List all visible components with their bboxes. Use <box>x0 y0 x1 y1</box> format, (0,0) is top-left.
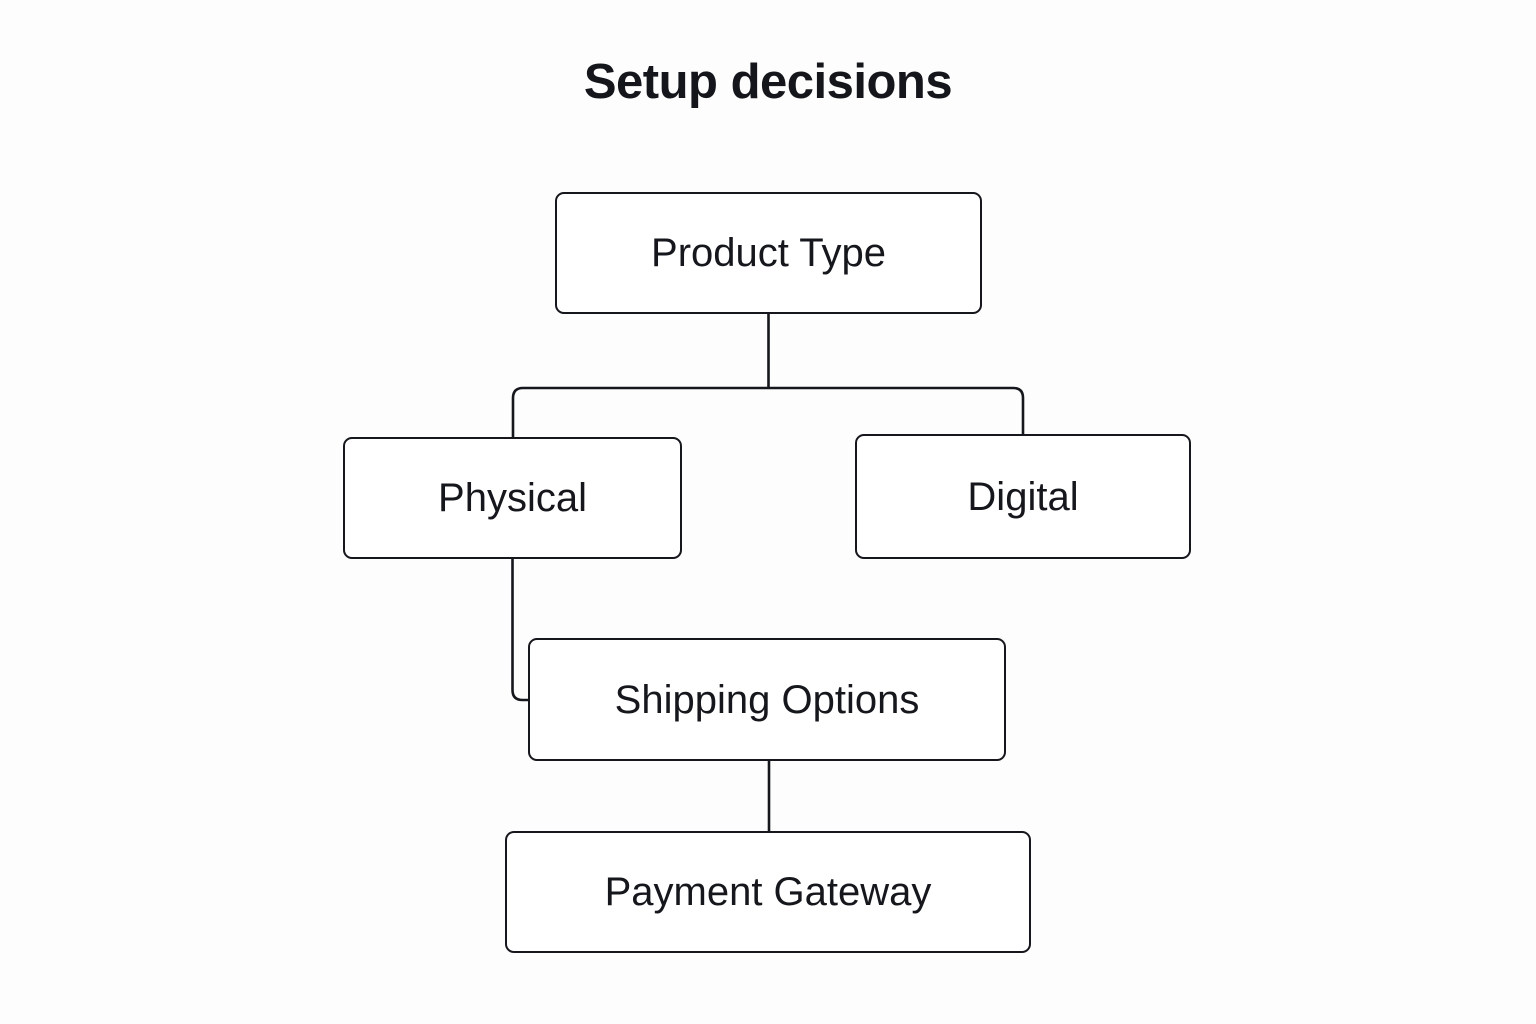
page-title: Setup decisions <box>583 55 953 109</box>
node-product-type[interactable]: Product Type <box>555 192 982 314</box>
node-shipping-options-label: Shipping Options <box>614 677 920 722</box>
node-shipping-options[interactable]: Shipping Options <box>528 638 1006 761</box>
edge-physical-to-shipping <box>511 559 529 702</box>
node-payment-gateway[interactable]: Payment Gateway <box>505 831 1031 953</box>
edge-product-type-to-digital <box>768 386 1025 436</box>
node-digital[interactable]: Digital <box>855 434 1191 559</box>
node-digital-label: Digital <box>967 474 1079 519</box>
edge-product-type-to-physical <box>511 386 769 438</box>
node-product-type-label: Product Type <box>651 231 886 275</box>
node-physical[interactable]: Physical <box>343 437 682 559</box>
node-payment-gateway-label: Payment Gateway <box>604 870 932 914</box>
node-physical-label: Physical <box>438 476 587 520</box>
